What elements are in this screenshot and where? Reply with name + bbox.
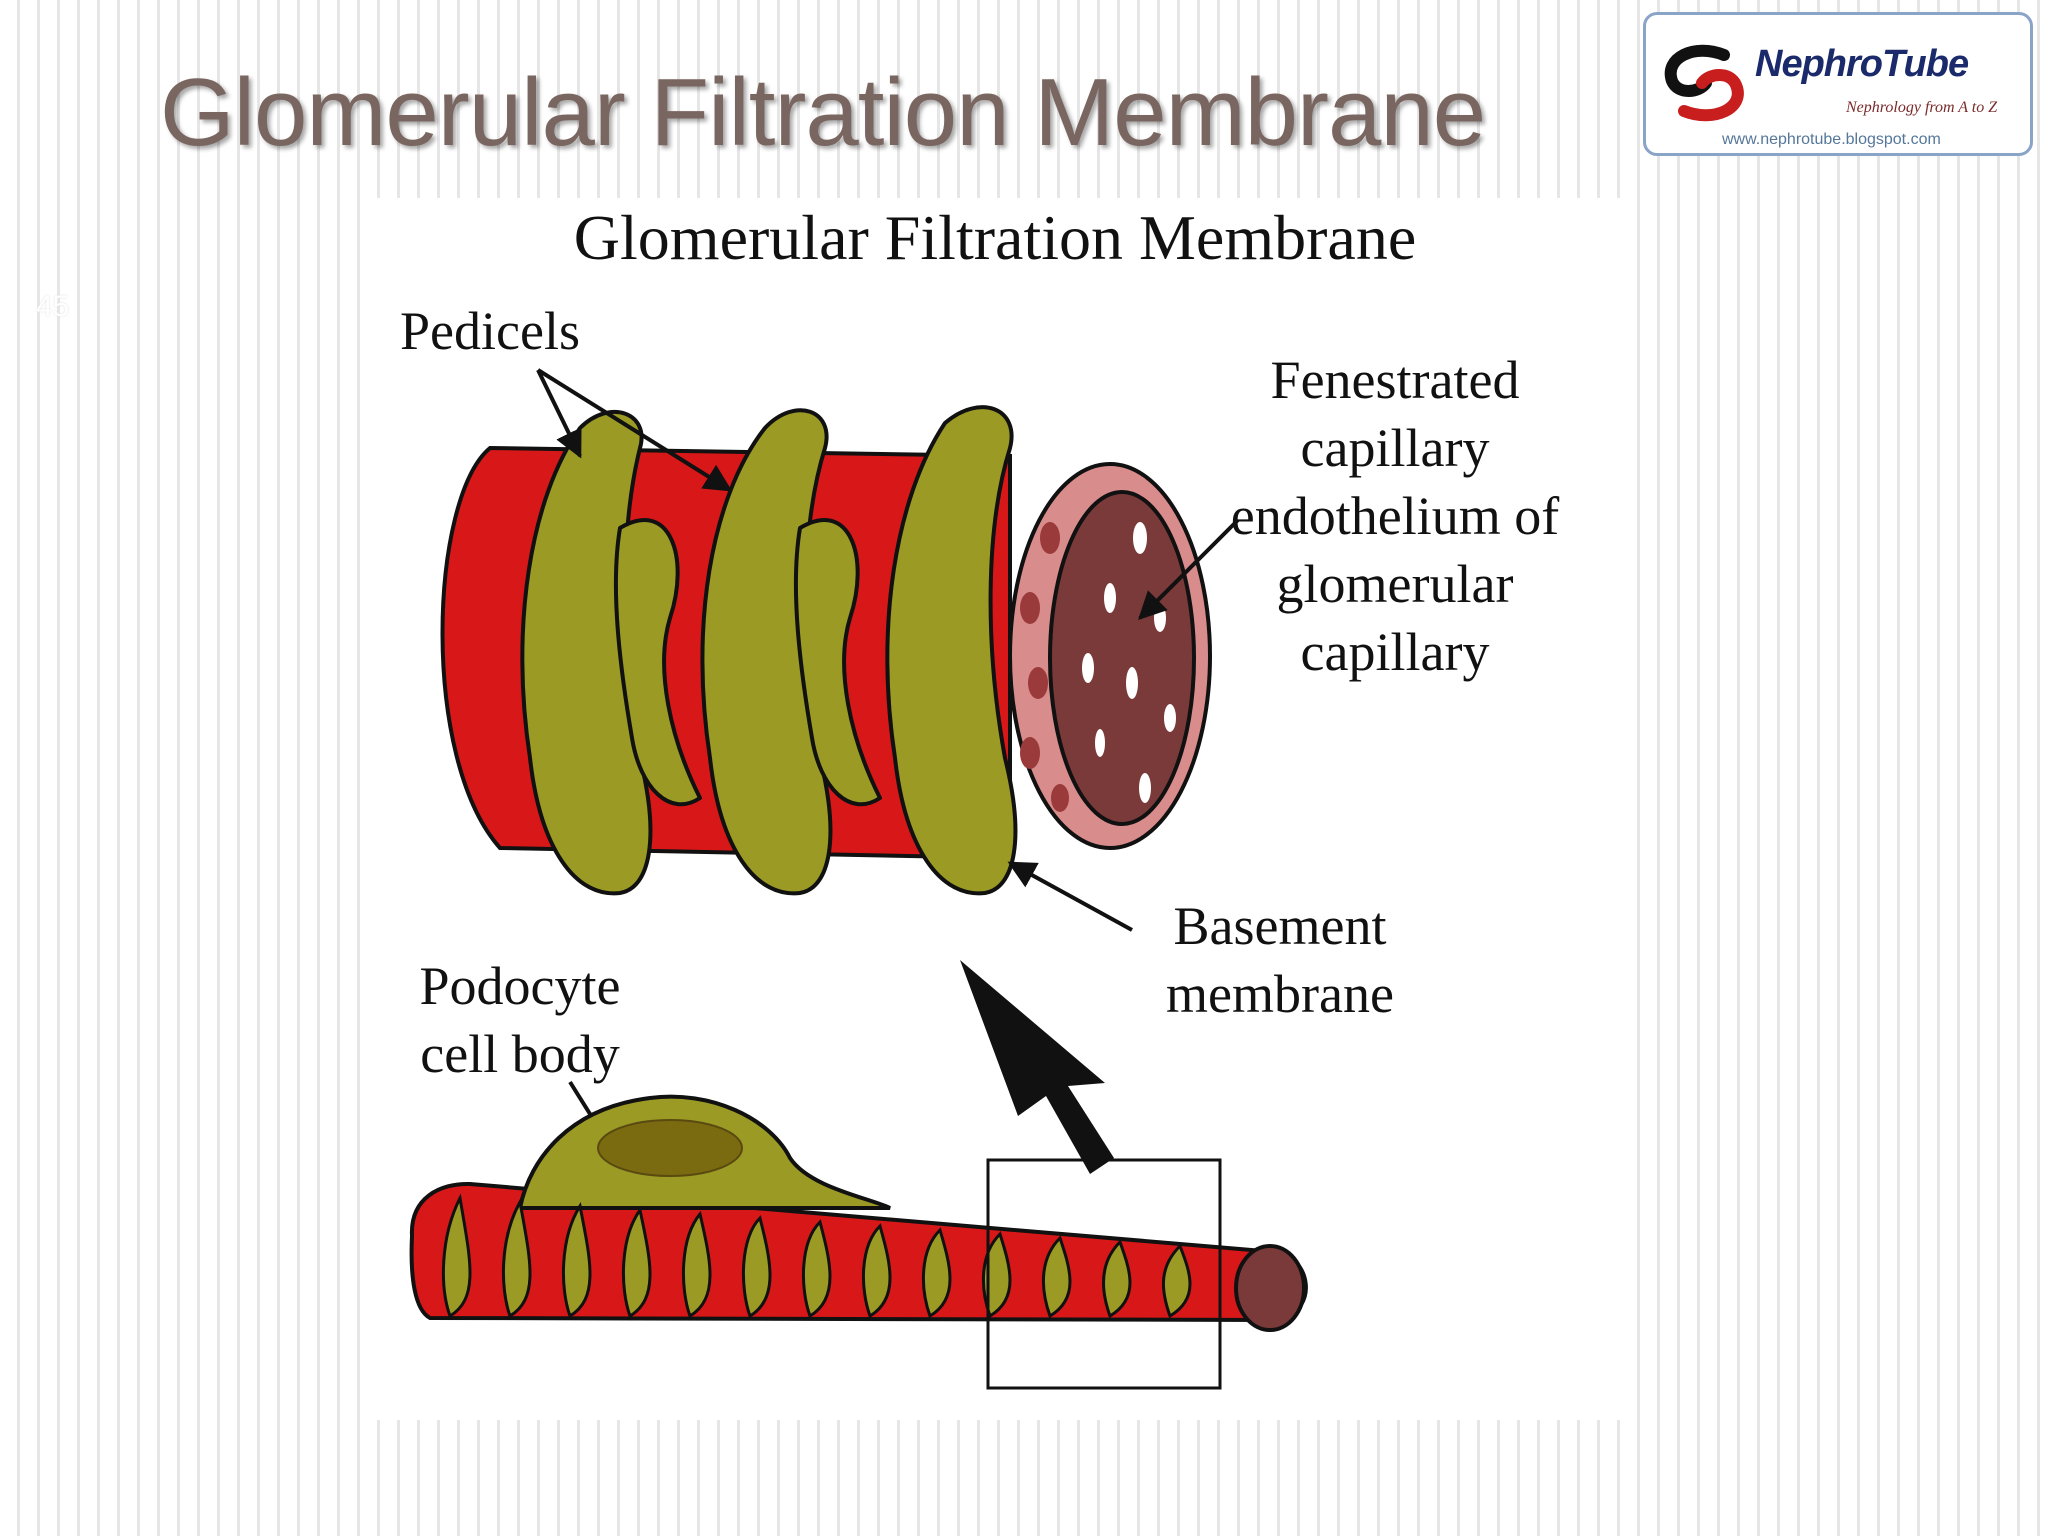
nephrotube-swirl-icon: [1664, 44, 1744, 122]
figure-title: Glomerular Filtration Membrane: [573, 202, 1417, 273]
magnify-arrow: [960, 960, 1114, 1174]
nephrotube-logo[interactable]: NephroTube Nephrology from A to Z www.ne…: [1643, 12, 2033, 156]
podocyte-cell-body: [517, 1094, 891, 1210]
logo-name: NephroTube: [1755, 43, 1969, 85]
label-basement-membrane: Basement membrane: [1166, 896, 1394, 1024]
lower-pedicels: [441, 1193, 1192, 1319]
label-endothelium: Fenestrated capillary endothelium of glo…: [1230, 350, 1560, 682]
slide-title: Glomerular Filtration Membrane: [160, 59, 1486, 166]
label-pedicels: Pedicels: [400, 301, 580, 361]
fenestrated-endothelium: [1008, 462, 1212, 850]
slide-number: 45: [36, 290, 70, 323]
pedicels: [520, 405, 1018, 896]
logo-tagline: Nephrology from A to Z: [1846, 99, 1998, 116]
zoom-box: [986, 1158, 1222, 1390]
filtration-membrane-figure: Glomerular Filtration Membrane Pedicels …: [370, 198, 1620, 1420]
filtration-membrane-illustration: [409, 368, 1308, 1390]
logo-url[interactable]: www.nephrotube.blogspot.com: [1722, 131, 1941, 148]
label-podocyte-cell-body: Podocyte cell body: [419, 956, 621, 1084]
